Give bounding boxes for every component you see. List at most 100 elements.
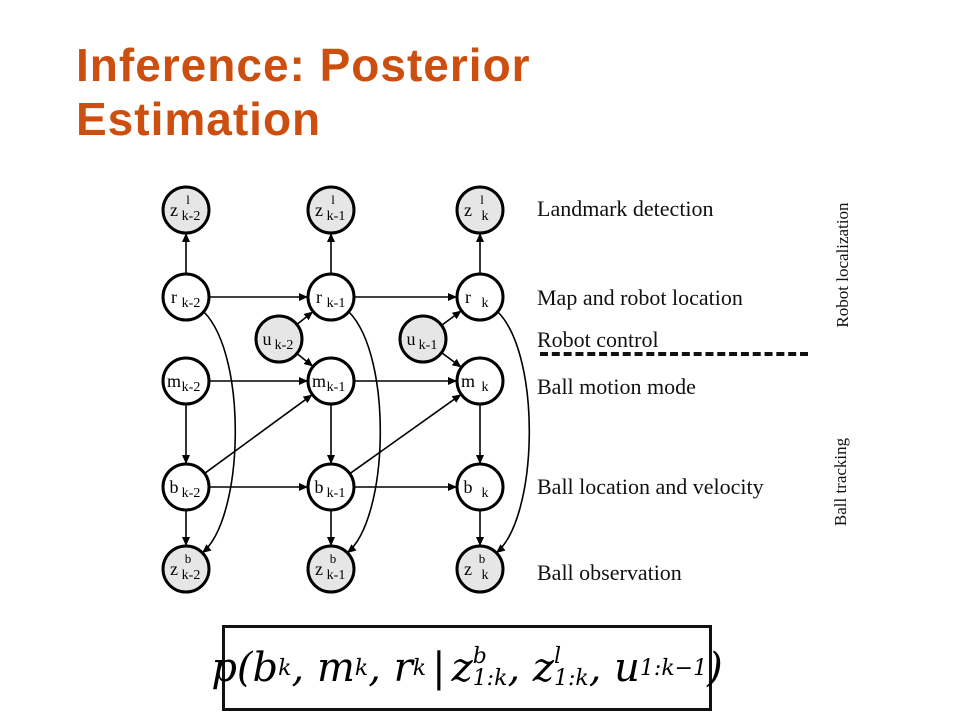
row-label-ball-motion-mode: Ball motion mode bbox=[537, 374, 696, 399]
node-sub-label: k bbox=[482, 209, 489, 224]
node-sub-label: k bbox=[482, 486, 489, 501]
node-sub-label: k-1 bbox=[327, 486, 346, 501]
node-sub-label: k-2 bbox=[182, 486, 201, 501]
node-sup-label: b bbox=[185, 551, 192, 566]
group-label-ball-tracking: Ball tracking bbox=[831, 437, 850, 527]
formula-zb-sub: 1:k bbox=[472, 666, 508, 691]
edge-r-to-zb bbox=[201, 311, 237, 554]
row-label-landmark-detection: Landmark detection bbox=[537, 196, 714, 221]
formula-zb-sup: b bbox=[472, 644, 487, 669]
node-base-label: m bbox=[312, 371, 326, 391]
node-base-label: b bbox=[170, 477, 179, 497]
formula-comma: , bbox=[588, 645, 602, 691]
edge-u-to-m bbox=[441, 351, 462, 369]
node-sub-label: k bbox=[482, 568, 489, 583]
edge-b-to-m bbox=[204, 393, 313, 475]
node-base-label: z bbox=[170, 200, 178, 220]
page-title: Inference: Posterior Estimation bbox=[76, 39, 531, 145]
node-sub-label: k-1 bbox=[419, 338, 438, 353]
edge-u-to-r bbox=[441, 309, 462, 327]
formula-comma: , bbox=[507, 645, 521, 691]
formula-m: m bbox=[316, 645, 355, 691]
edge-u-to-r bbox=[296, 310, 314, 326]
node-sub-label: k bbox=[482, 380, 489, 395]
group-label-robot-localization: Robot localization bbox=[833, 202, 852, 328]
node-base-label: b bbox=[464, 477, 473, 497]
formula-b-sub: k bbox=[278, 655, 292, 681]
node-base-label: r bbox=[316, 287, 322, 307]
edge-r-to-zb bbox=[495, 311, 531, 554]
node-zl-k-2: z k-2 l bbox=[161, 185, 211, 235]
formula-p: p( bbox=[211, 645, 253, 691]
formula-u: u bbox=[614, 645, 640, 691]
formula-u-sub: 1:k−1 bbox=[639, 655, 708, 681]
node-r-k-1: r k-1 bbox=[306, 272, 356, 322]
formula-zl-sup: l bbox=[553, 644, 561, 669]
formula-comma: , bbox=[368, 645, 381, 691]
node-base-label: z bbox=[315, 200, 323, 220]
node-sub-label: k-1 bbox=[327, 380, 346, 395]
node-base-label: r bbox=[171, 287, 177, 307]
row-label-ball-observation: Ball observation bbox=[537, 560, 682, 585]
formula-r-sub: k bbox=[412, 655, 427, 681]
node-zl-k-1: z k-1 l bbox=[306, 185, 356, 235]
formula-zl: z bbox=[532, 645, 554, 691]
node-zb-k-2: z k-2 b bbox=[161, 544, 211, 594]
node-sup-label: b bbox=[479, 551, 486, 566]
node-sup-label: b bbox=[330, 551, 337, 566]
node-zb-k-1: z k-1 b bbox=[306, 544, 356, 594]
node-sub-label: k-2 bbox=[182, 568, 201, 583]
node-base-label: m bbox=[167, 371, 181, 391]
row-label-map-robot-location: Map and robot location bbox=[537, 285, 743, 310]
formula-b: b bbox=[252, 645, 279, 691]
formula-zl-sub: 1:k bbox=[553, 666, 589, 691]
formula-m-sub: k bbox=[354, 655, 369, 681]
node-base-label: z bbox=[464, 200, 472, 220]
row-label-robot-control: Robot control bbox=[537, 327, 659, 352]
node-sup-label: l bbox=[186, 192, 190, 207]
node-sub-label: k-2 bbox=[182, 296, 201, 311]
node-r-k-2: r k-2 bbox=[161, 272, 211, 322]
node-base-label: m bbox=[461, 371, 475, 391]
node-sub-label: k-1 bbox=[327, 296, 346, 311]
formula-zb: z bbox=[451, 645, 473, 691]
node-base-label: u bbox=[263, 329, 272, 349]
formula-given-bar: | bbox=[432, 645, 446, 691]
edge-u-to-m bbox=[296, 352, 314, 368]
node-base-label: b bbox=[315, 477, 324, 497]
separator-dashed-line bbox=[540, 352, 808, 356]
node-base-label: u bbox=[407, 329, 416, 349]
node-sub-label: k-2 bbox=[182, 209, 201, 224]
node-base-label: z bbox=[315, 559, 323, 579]
node-base-label: z bbox=[464, 559, 472, 579]
node-sub-label: k bbox=[482, 296, 489, 311]
node-sup-label: l bbox=[480, 192, 484, 207]
row-label-ball-location-velocity: Ball location and velocity bbox=[537, 474, 764, 499]
node-base-label: r bbox=[465, 287, 471, 307]
node-sup-label: l bbox=[331, 192, 335, 207]
formula-close-paren: ) bbox=[707, 645, 723, 691]
node-sub-label: k-1 bbox=[327, 568, 346, 583]
node-sub-label: k-1 bbox=[327, 209, 346, 224]
edge-b-to-m bbox=[349, 393, 462, 475]
node-sub-label: k-2 bbox=[275, 338, 294, 353]
node-sub-label: k-2 bbox=[182, 380, 201, 395]
node-base-label: z bbox=[170, 559, 178, 579]
formula-comma: , bbox=[291, 645, 305, 691]
formula-r: r bbox=[393, 645, 413, 691]
